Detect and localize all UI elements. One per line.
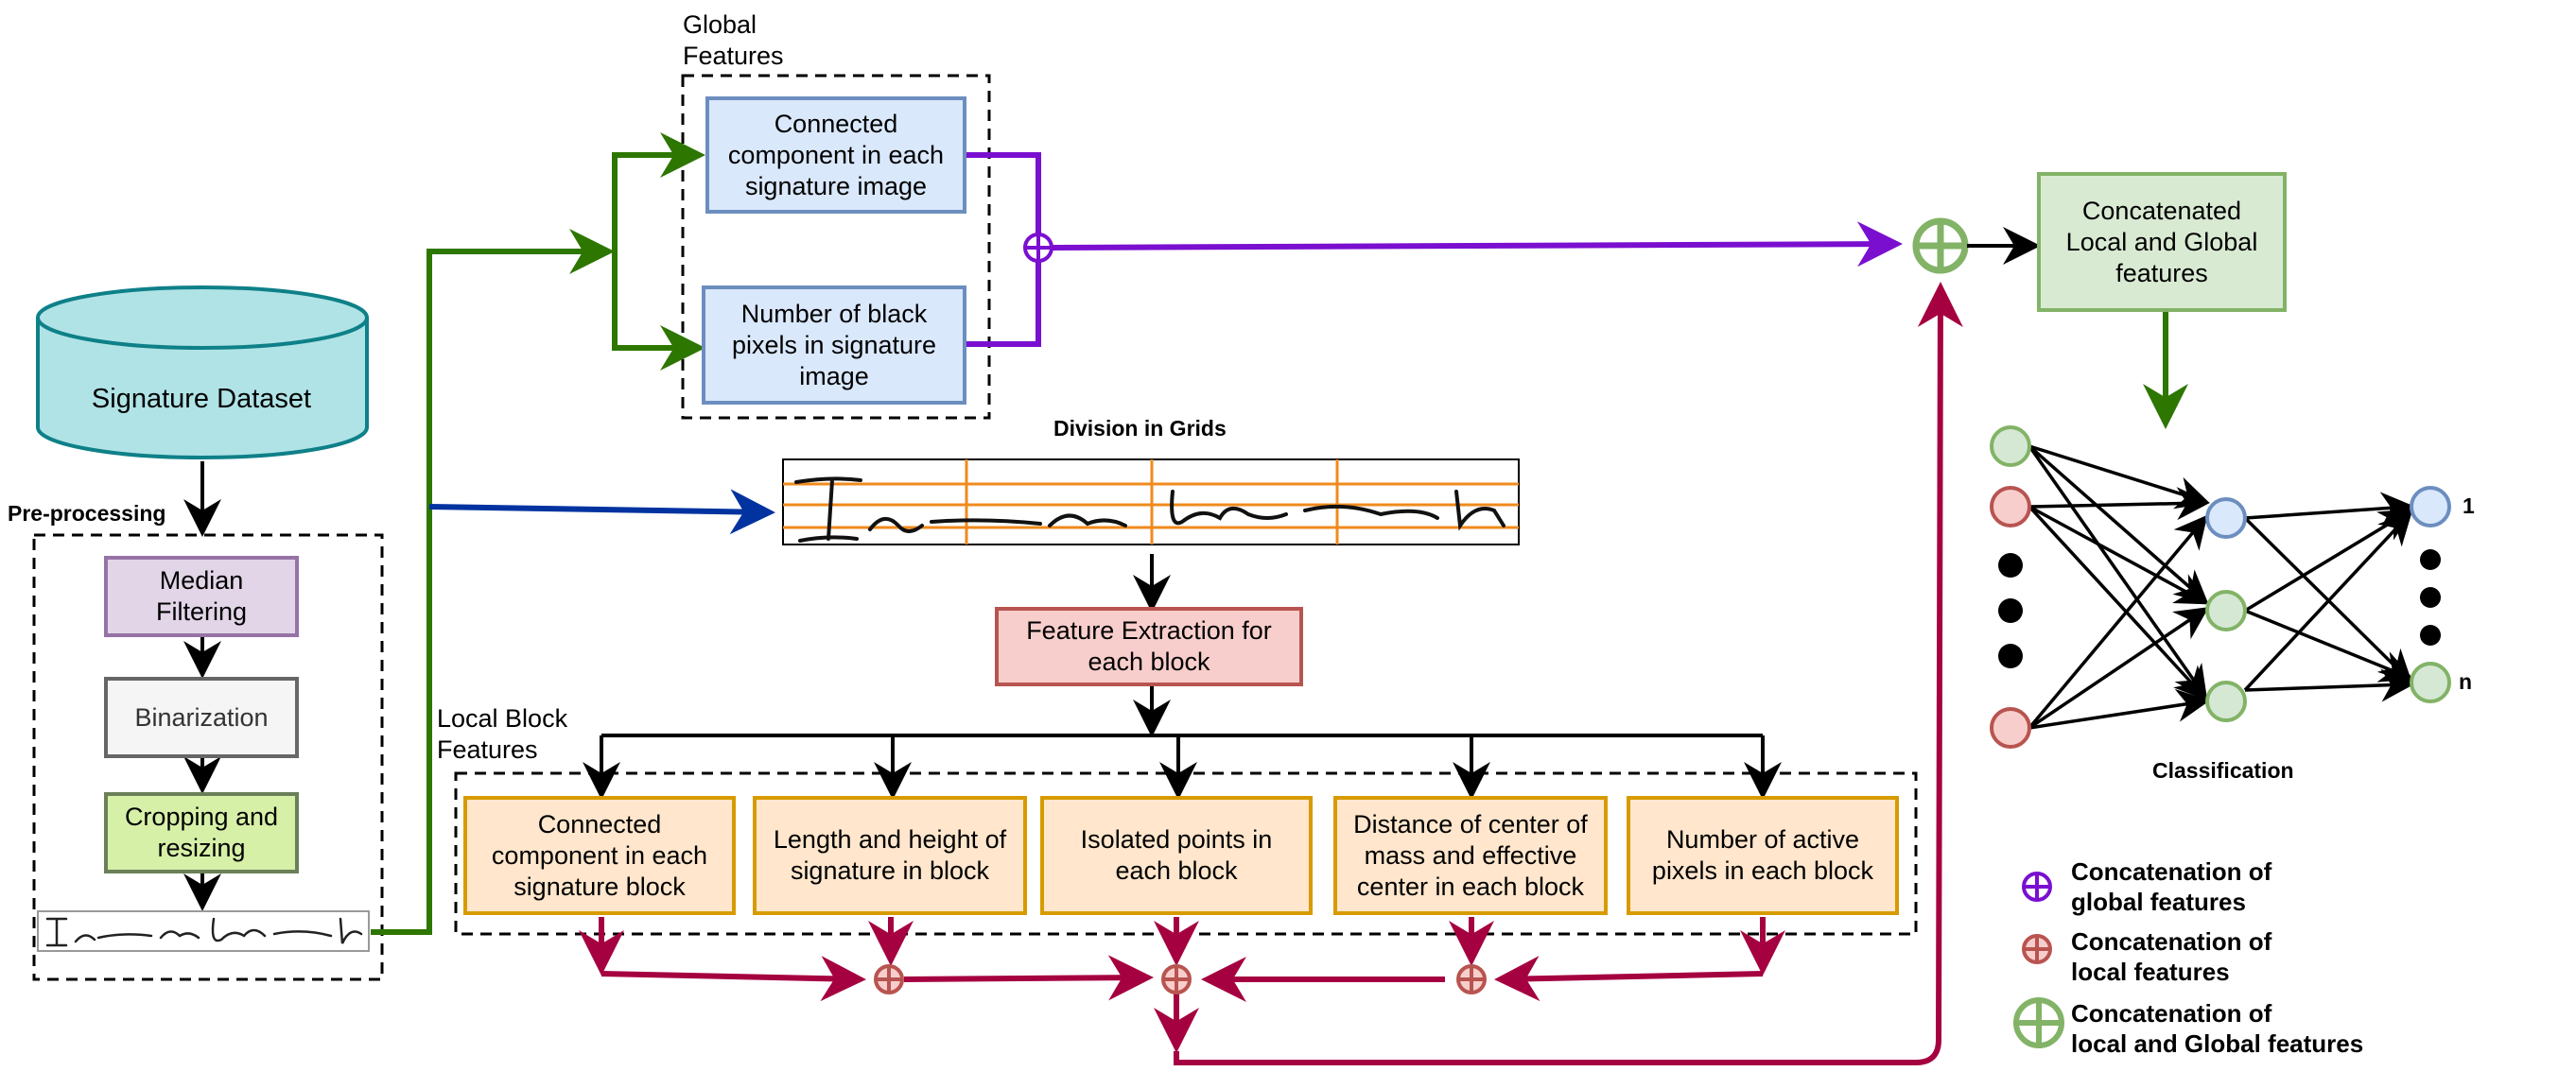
local-feature-isolated: Isolated points in each block — [1040, 796, 1313, 915]
arrow-green-trunk — [371, 229, 615, 935]
legend-global-concat-icon — [2022, 872, 2052, 902]
input-node — [1990, 486, 2031, 527]
legend-local-concat-icon — [2022, 934, 2052, 964]
arrow-green-upper — [612, 132, 705, 251]
output-node — [2410, 486, 2451, 527]
cropping-step: Cropping and resizing — [104, 792, 299, 873]
final-concat-icon — [1912, 217, 1969, 274]
arrow-blue-grids — [428, 489, 775, 535]
grid-signature-image — [782, 458, 1520, 545]
preprocessed-signature-image — [37, 910, 370, 952]
legend-global-concat-text: Concatenation of global features — [2071, 857, 2272, 916]
dataset-label: Signature Dataset — [91, 383, 312, 414]
arrow-purple-to-final — [1051, 221, 1903, 268]
global-features-title: Global Features — [683, 10, 784, 70]
input-node — [1990, 425, 2031, 467]
legend-final-concat-text: Concatenation of local and Global featur… — [2071, 999, 2364, 1058]
concatenated-features-box: Concatenated Local and Global features — [2037, 172, 2287, 312]
global-concat-icon — [1023, 233, 1053, 263]
local-feature-active-pixels: Number of active pixels in each block — [1627, 796, 1899, 915]
output-node — [2410, 662, 2451, 703]
global-features-group — [681, 74, 991, 420]
hidden-node — [2205, 681, 2247, 722]
local-concat-arrows — [579, 282, 1963, 1065]
global-feature-black-pixels: Number of black pixels in signature imag… — [702, 285, 966, 405]
dataset-cylinder — [36, 285, 369, 459]
grids-title: Division in Grids — [1053, 416, 1227, 441]
feature-extraction-box: Feature Extraction for each block — [995, 607, 1303, 686]
neural-network — [1990, 425, 2451, 749]
output-label-first: 1 — [2463, 493, 2475, 518]
hidden-node — [2205, 590, 2247, 631]
preprocessing-title: Pre-processing — [8, 501, 166, 526]
local-feature-center-mass: Distance of center of mass and effective… — [1333, 796, 1608, 915]
local-concat-icons — [874, 964, 1487, 994]
global-feature-connected: Connected component in each signature im… — [705, 96, 966, 214]
legend-local-concat-text: Concatenation of local features — [2071, 927, 2272, 986]
binarization-step: Binarization — [104, 677, 299, 758]
legend-final-concat-icon — [2013, 997, 2064, 1048]
local-feature-connected: Connected component in each signature bl… — [463, 796, 736, 915]
input-node — [1990, 707, 2031, 749]
classification-title: Classification — [2152, 758, 2294, 783]
local-features-title: Local Block Features — [437, 704, 568, 764]
median-filtering-step: Median Filtering — [104, 556, 299, 637]
local-feature-length-height: Length and height of signature in block — [753, 796, 1027, 915]
output-label-last: n — [2459, 669, 2473, 694]
hidden-node — [2205, 497, 2247, 539]
arrow-green-lower — [612, 251, 705, 371]
